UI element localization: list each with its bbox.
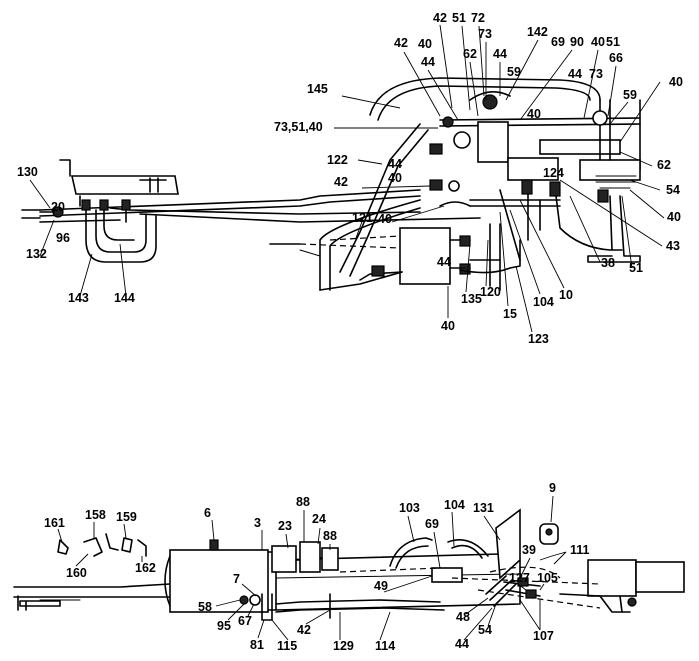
callout-label: 145: [307, 82, 328, 96]
callout-label: 44: [493, 47, 507, 61]
callout-label: 40: [378, 212, 392, 226]
callout-label: 54: [478, 623, 492, 637]
callout-label: 49: [374, 579, 388, 593]
callout-label: 7: [233, 572, 240, 586]
callout-label: 111: [570, 543, 590, 557]
callout-label: 144: [114, 291, 135, 305]
callout-label: 115: [277, 639, 297, 653]
callout-label: 58: [198, 600, 212, 614]
callout-label: 120: [480, 285, 501, 299]
callout-label: 44: [388, 157, 402, 171]
callout-label: 42: [297, 623, 311, 637]
top-callout-labels: 42 51 72 73 62 44 142 69 90 40 51 66 59 …: [17, 11, 683, 346]
bottom-assembly: [13, 508, 685, 621]
callout-label: 122: [327, 153, 348, 167]
callout-label: 38: [601, 256, 615, 270]
callout-label: 42: [394, 36, 408, 50]
callout-label: 73,51,40: [274, 120, 323, 134]
callout-label: 40: [667, 210, 681, 224]
callout-label: 40: [418, 37, 432, 51]
callout-label: 135: [461, 292, 482, 306]
callout-label: 69: [425, 517, 439, 531]
callout-label: 40: [669, 75, 683, 89]
callout-label: 158: [85, 508, 106, 522]
callout-label: 107: [533, 629, 554, 643]
callout-label: 42: [433, 11, 447, 25]
callout-label: 10: [559, 288, 573, 302]
callout-label: 130: [17, 165, 38, 179]
callout-label: 72: [471, 11, 485, 25]
callout-label: 161: [44, 516, 65, 530]
callout-label: 159: [116, 510, 137, 524]
callout-label: 132: [26, 247, 47, 261]
callout-label: 62: [657, 158, 671, 172]
callout-label: 15: [503, 307, 517, 321]
callout-label: 9: [549, 481, 556, 495]
callout-label: 142: [527, 25, 548, 39]
callout-label: 96: [56, 231, 70, 245]
callout-label: 51: [606, 35, 620, 49]
callout-label: 73: [589, 67, 603, 81]
callout-label: 44: [421, 55, 435, 69]
callout-label: 40: [591, 35, 605, 49]
callout-label: 66: [609, 51, 623, 65]
top-leader-lines: [29, 24, 665, 333]
bottom-leader-lines: [57, 495, 567, 641]
callout-label: 51: [452, 11, 466, 25]
callout-label: 88: [323, 529, 337, 543]
callout-label: 67: [238, 614, 252, 628]
callout-label: 131: [473, 501, 494, 515]
callout-label: 69: [551, 35, 565, 49]
callout-label: 40: [441, 319, 455, 333]
callout-label: 43: [666, 239, 680, 253]
callout-label: 44: [455, 637, 469, 651]
callout-label: 40: [388, 171, 402, 185]
callout-label: 121: [352, 211, 373, 225]
callout-label: 54: [666, 183, 680, 197]
callout-label: 103: [399, 501, 420, 515]
callout-label: 42: [334, 175, 348, 189]
callout-label: 104: [444, 498, 465, 512]
callout-label: 104: [533, 295, 554, 309]
callout-label: 124: [543, 166, 564, 180]
callout-label: 162: [135, 561, 156, 575]
callout-label: 105: [537, 571, 558, 585]
callout-label: 114: [375, 639, 395, 653]
callout-label: 123: [528, 332, 549, 346]
callout-label: 62: [463, 47, 477, 61]
callout-label: 160: [66, 566, 87, 580]
callout-label: 129: [333, 639, 354, 653]
callout-label: 81: [250, 638, 264, 652]
bottom-callout-labels: 6 3 88 23 24 88 103 104 69 131 9 161 158…: [44, 481, 590, 653]
callout-label: 20: [51, 200, 65, 214]
callout-label: 23: [278, 519, 292, 533]
top-assembly: [21, 77, 641, 291]
callout-label: 44: [437, 255, 451, 269]
callout-label: 143: [68, 291, 89, 305]
callout-label: 90: [570, 35, 584, 49]
callout-label: 6: [204, 506, 211, 520]
callout-label: 73: [478, 27, 492, 41]
callout-label: 127: [509, 571, 530, 585]
callout-label: 3: [254, 516, 261, 530]
callout-label: 95: [217, 619, 231, 633]
callout-label: 40: [527, 107, 541, 121]
callout-label: 59: [507, 65, 521, 79]
callout-label: 59: [623, 88, 637, 102]
callout-label: 39: [522, 543, 536, 557]
callout-label: 44: [568, 67, 582, 81]
callout-label: 51: [629, 261, 643, 275]
callout-label: 24: [312, 512, 326, 526]
callout-label: 88: [296, 495, 310, 509]
